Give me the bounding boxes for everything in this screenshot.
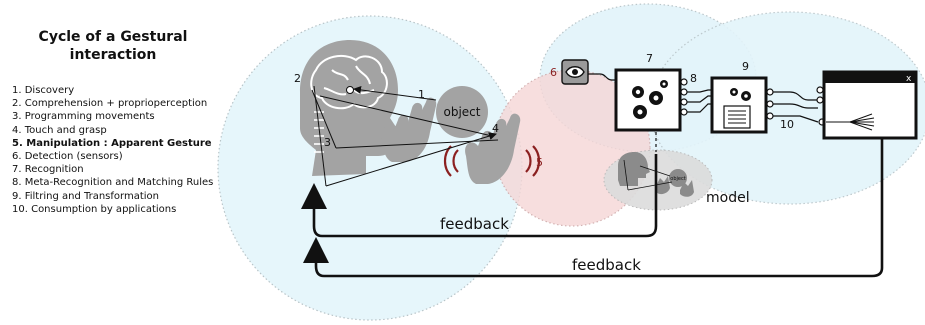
brain-icon — [310, 54, 388, 110]
step-9: 9. Filtring and Transformation — [12, 190, 159, 202]
object-circle — [436, 86, 488, 138]
sensor-cable — [588, 73, 622, 81]
recognition-box — [614, 68, 682, 132]
consumption-cables — [773, 91, 819, 123]
document-icon — [723, 105, 751, 129]
step-6: 6. Detection (sensors) — [12, 151, 123, 163]
meta-cables — [687, 89, 712, 113]
title-line-2: interaction — [69, 47, 157, 63]
label-1: 1 — [418, 88, 425, 101]
label-7: 7 — [646, 52, 653, 65]
step-2: 2. Comprehension + proprioperception — [12, 98, 208, 110]
outer-feedback-arrow — [303, 138, 884, 278]
model-object-circle — [669, 169, 687, 187]
model-label: model — [706, 190, 750, 206]
title-line-1: Cycle of a Gestural — [38, 29, 188, 45]
step-4: 4. Touch and grasp — [12, 124, 107, 136]
diagram-title: Cycle of a Gestural interaction — [18, 28, 208, 64]
inner-feedback-label: feedback — [440, 215, 509, 233]
label-2: 2 — [294, 72, 301, 85]
label-10: 10 — [780, 118, 794, 131]
label-4: 4 — [492, 122, 499, 135]
label-8: 8 — [690, 72, 697, 85]
label-3: 3 — [324, 136, 331, 149]
application-zone — [649, 11, 925, 205]
gesturing-hand-icon — [465, 113, 521, 184]
eye-icon — [565, 66, 585, 78]
step-10: 10. Consumption by applications — [12, 203, 177, 215]
step-1: 1. Discovery — [12, 85, 75, 96]
step-5: 5. Manipulation : Apparent Gesture — [12, 137, 212, 149]
label-5: 5 — [536, 156, 543, 169]
programming-hand-icon — [381, 97, 437, 162]
model-object-label: object — [670, 176, 685, 182]
model-hand-icon — [656, 176, 694, 197]
cycle-arrows — [311, 85, 499, 187]
label-9: 9 — [742, 60, 749, 73]
eye-dot — [346, 86, 354, 94]
step-8: 8. Meta-Recognition and Matching Rules — [12, 177, 214, 189]
inner-feedback-arrow — [301, 154, 658, 238]
step-3: 3. Programming movements — [12, 111, 155, 123]
steps-list: 1. Discovery 2. Comprehension + propriop… — [12, 84, 213, 216]
recognition-ports — [680, 78, 688, 116]
small-gears-icon — [730, 88, 751, 101]
gears-icon — [632, 80, 668, 119]
fan-lines-icon — [826, 113, 875, 131]
filter-ports — [766, 88, 774, 120]
spine-icon — [314, 111, 324, 153]
app-window-titlebar — [824, 72, 916, 83]
object-label: object — [444, 105, 481, 119]
window-close-icon: x — [906, 74, 912, 84]
outer-feedback-label: feedback — [572, 256, 641, 274]
label-6: 6 — [550, 66, 557, 79]
step-7: 7. Recognition — [12, 164, 84, 176]
